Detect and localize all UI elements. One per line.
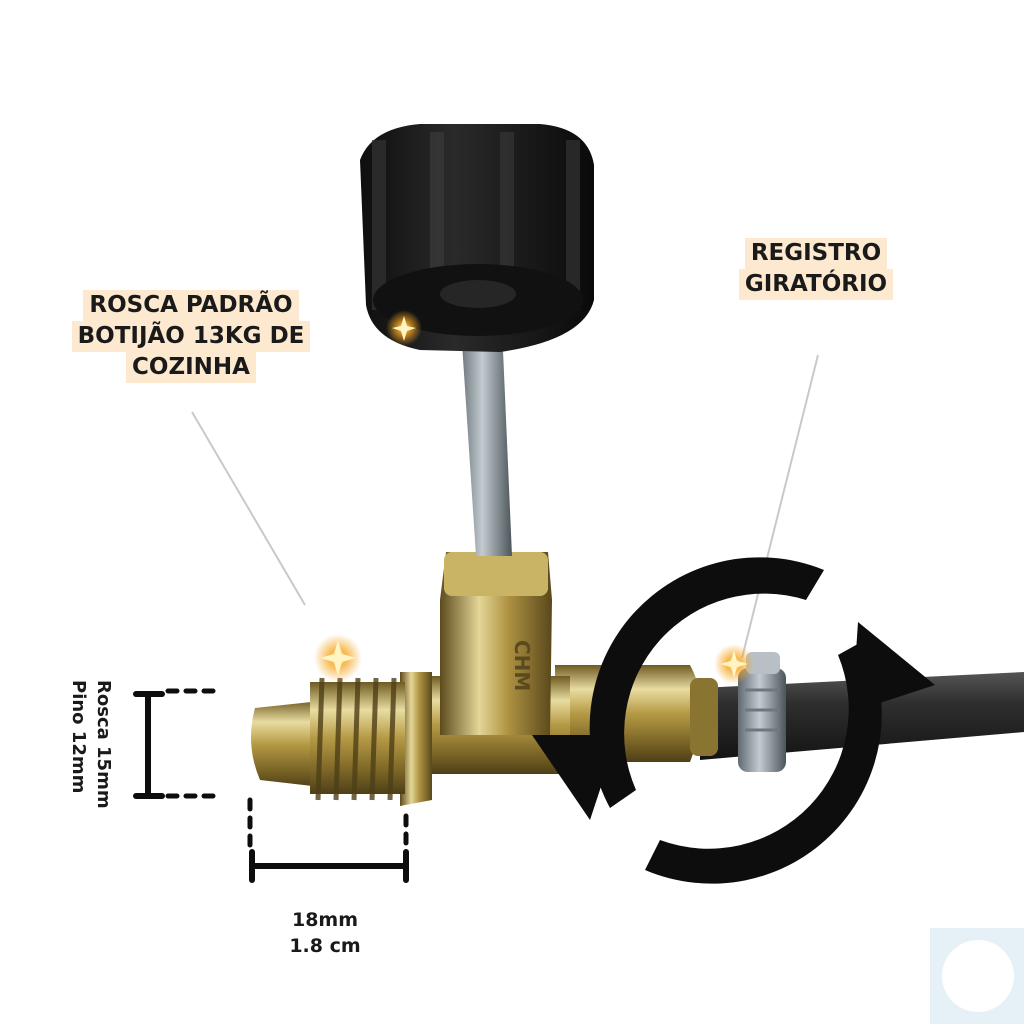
threaded-nipple — [251, 677, 405, 801]
height-dimension-thread: Rosca 15mm — [93, 680, 114, 809]
width-dimension-label: 18mm 1.8 cm — [250, 908, 400, 959]
width-dimension-marker — [247, 797, 409, 883]
sparkle-icon — [314, 634, 362, 682]
label-line: ROSCA PADRÃO — [83, 290, 299, 321]
rotating-valve-label: REGISTRO GIRATÓRIO — [738, 238, 894, 300]
thread-standard-label: ROSCA PADRÃO BOTIJÃO 13KG DE COZINHA — [66, 290, 316, 383]
fitting-tee: CHM — [440, 552, 552, 735]
pointer-line-valve — [741, 354, 819, 659]
rotation-arrows-icon — [532, 557, 935, 884]
pointer-line-thread — [191, 411, 306, 606]
sparkle-icon — [386, 310, 422, 346]
height-dimension-marker — [133, 688, 225, 799]
hose-clamp — [738, 652, 786, 772]
label-line: GIRATÓRIO — [738, 269, 894, 300]
corner-badge — [930, 928, 1024, 1024]
valve-knob — [360, 124, 594, 352]
fitting-marking: CHM — [510, 640, 534, 691]
label-line: REGISTRO — [744, 238, 888, 269]
width-dimension-mm: 18mm — [291, 909, 359, 931]
label-line: COZINHA — [126, 352, 256, 383]
corner-badge-dot — [942, 940, 1014, 1012]
label-line: BOTIJÃO 13KG DE — [71, 321, 311, 352]
height-dimension-label: Rosca 15mm Pino 12mm — [52, 680, 116, 830]
sparkle-icon — [714, 644, 754, 684]
height-dimension-pin: Pino 12mm — [67, 680, 89, 794]
width-dimension-cm: 1.8 cm — [289, 934, 361, 957]
